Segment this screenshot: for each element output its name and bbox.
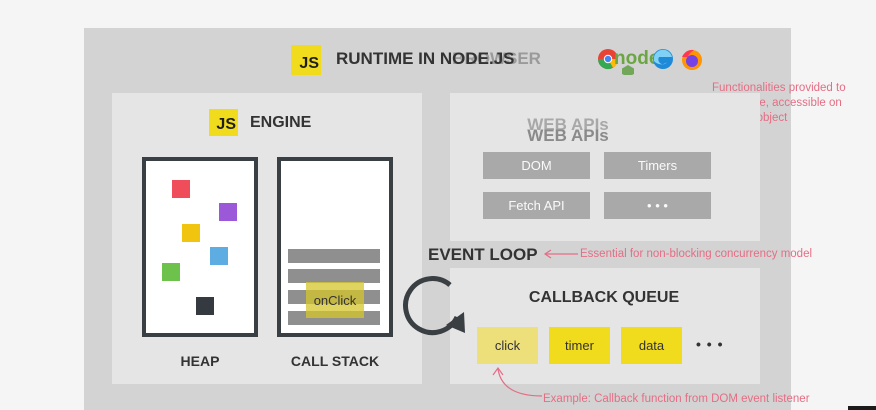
heap-object (182, 224, 200, 242)
corner-mark (848, 406, 876, 410)
heap-object (219, 203, 237, 221)
svg-text:node: node (614, 48, 659, 69)
stack-frame (288, 269, 380, 283)
browser-logos: node (597, 48, 702, 75)
engine-js-logo: JS (209, 109, 238, 136)
queue-more: • • • (696, 336, 724, 352)
call-stack-label: CALL STACK (290, 353, 380, 369)
web-api-dom: DOM (483, 152, 590, 179)
event-loop-label: EVENT LOOP (428, 245, 538, 264)
runtime-title: RUNTIME IN NODE.JS (336, 49, 515, 68)
heap-object (210, 247, 228, 265)
web-apis-title: WEB APIs (527, 126, 609, 145)
web-apis-title-shadow: WEB APIs (527, 115, 609, 134)
callback-note-arrow (492, 366, 543, 397)
callback-queue-panel (450, 268, 760, 384)
web-api-timers: Timers (604, 152, 711, 179)
engine-title: ENGINE (250, 114, 312, 131)
nodejs-icon: node (614, 48, 659, 75)
event-loop-cycle-icon (403, 276, 465, 336)
heap-object (162, 263, 180, 281)
queue-item-data: data (621, 327, 682, 364)
runtime-title-faded: RUNTIME IN NBROWSER (452, 49, 541, 68)
heap-object (172, 180, 190, 198)
callback-note: Example: Callback function from DOM even… (543, 393, 810, 405)
callback-queue-title: CALLBACK QUEUE (528, 289, 680, 306)
queue-item-click: click (477, 327, 538, 364)
web-api-more: • • • (604, 192, 711, 219)
event-loop-note-arrow (543, 249, 578, 259)
heap-object (196, 297, 214, 315)
event-loop-note: Essential for non-blocking concurrency m… (580, 248, 813, 260)
web-api-fetch: Fetch API (483, 192, 590, 219)
chrome-icon (597, 49, 619, 70)
heap-label: HEAP (180, 353, 220, 369)
stack-frame (288, 249, 380, 263)
edge-icon (653, 49, 673, 69)
stack-item-onclick: onClick (306, 282, 364, 318)
queue-item-timer: timer (549, 327, 610, 364)
firefox-icon (682, 49, 702, 70)
js-logo: JS (291, 45, 321, 75)
